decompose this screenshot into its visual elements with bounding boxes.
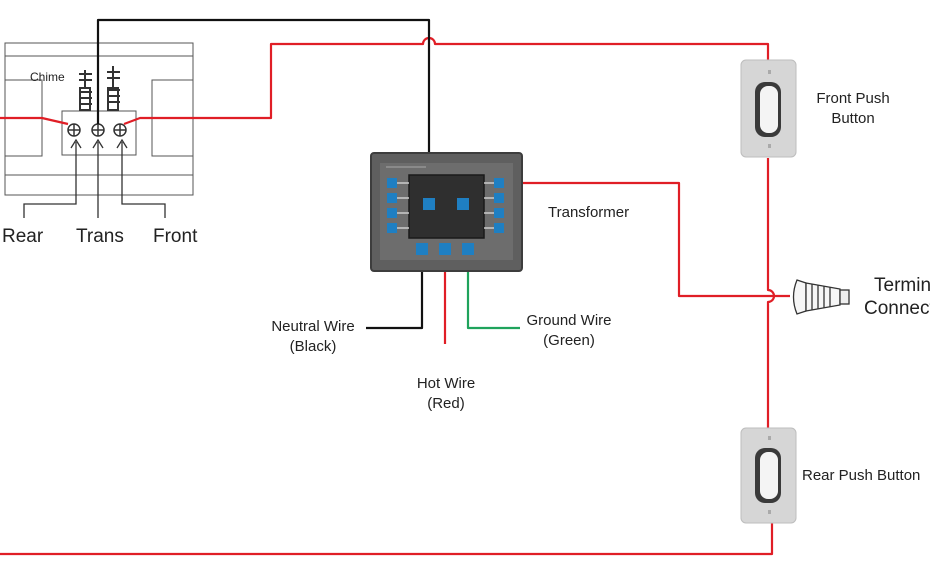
transformer-right-terminals (484, 178, 504, 233)
neutral-wire-label-line2: (Black) (289, 338, 337, 355)
neutral-wire-label: Neutral Wire (Black) (262, 317, 364, 357)
front-push-button-label-line2: Button (831, 110, 875, 127)
screw-rear-icon (67, 123, 81, 137)
rear-push-button-label: Rear Push Button (802, 467, 921, 484)
neutral-wire-lead (366, 250, 424, 330)
terminal-connector-label-line1: Termin (874, 275, 930, 296)
red-wire-front-to-top (123, 36, 770, 126)
terminal-pointers (23, 138, 166, 218)
front-push-button-switch (740, 59, 797, 158)
red-wire-bottom-return (0, 522, 774, 556)
ground-wire-label-line1: Ground Wire (526, 312, 612, 329)
hot-wire-label: Hot Wire (Red) (404, 374, 488, 414)
transformer-terminal-hot (439, 243, 451, 255)
terminal-label-front: Front (153, 226, 198, 247)
terminal-connector-label-line2: Connect (864, 298, 930, 319)
transformer-terminal-neutral (416, 243, 428, 255)
transformer-label: Transformer (548, 204, 630, 221)
terminal-label-trans: Trans (76, 226, 124, 247)
wire-nut-connector-icon (792, 279, 850, 315)
ground-wire-label: Ground Wire (Green) (520, 311, 618, 351)
front-push-button-label: Front Push Button (808, 89, 898, 129)
solenoid-icon (79, 66, 120, 111)
transformer-terminal-black (423, 198, 435, 210)
ground-wire-lead (466, 250, 520, 330)
front-push-button-label-line1: Front Push (816, 90, 890, 107)
ground-wire-label-line2: (Green) (543, 332, 595, 349)
transformer-terminal-ground (462, 243, 474, 255)
transformer-left-terminals (387, 178, 409, 233)
red-wire-rear-loop (0, 116, 69, 126)
transformer-terminal-red (457, 198, 469, 210)
screw-trans-icon (91, 123, 105, 137)
transformer-core (408, 174, 485, 239)
neutral-wire-label-line1: Neutral Wire (271, 318, 355, 335)
hot-wire-label-line2: (Red) (427, 395, 465, 412)
terminal-label-rear: Rear (2, 226, 44, 247)
screw-front-icon (113, 123, 127, 137)
rear-push-button-switch (740, 427, 797, 524)
chime-label: Chime (30, 70, 65, 84)
transformer (370, 152, 523, 272)
red-wire-right-vertical (766, 158, 776, 430)
hot-wire-label-line1: Hot Wire (416, 375, 476, 392)
terminal-connector-label: Termin Connect (864, 274, 930, 320)
black-wire-trans (96, 18, 431, 204)
